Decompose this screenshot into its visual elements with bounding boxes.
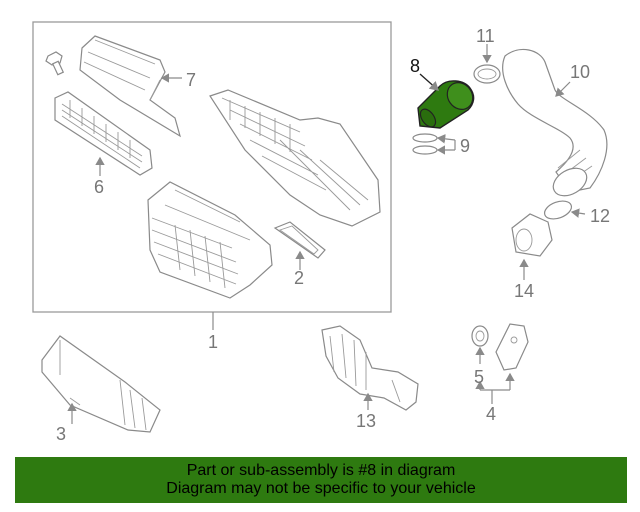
assembly-frame (32, 21, 392, 313)
part-8-hose-highlighted (417, 73, 475, 129)
upper-intake-duct (79, 35, 182, 138)
air-filter-element (54, 91, 153, 176)
hose-clamps (412, 133, 456, 155)
callout-11: 11 (476, 26, 495, 46)
resonator-duct (321, 325, 419, 411)
lower-intake-duct (41, 335, 161, 433)
callout-14: 14 (514, 281, 534, 301)
air-cleaner-lower-housing (147, 181, 273, 299)
air-cleaner-upper-cover (209, 89, 381, 227)
hose-clamp-11 (473, 44, 501, 84)
callout-8: 8 (410, 56, 420, 76)
parts-diagram: 1 2 3 4 5 6 7 8 9 10 11 12 13 14 (32, 21, 610, 444)
callout-2: 2 (294, 268, 304, 288)
callout-9: 9 (460, 136, 470, 156)
mounting-bracket (475, 323, 529, 404)
grommet (471, 325, 489, 364)
banner-line-1: Part or sub-assembly is #8 in diagram (186, 462, 456, 479)
gasket (273, 221, 326, 270)
callout-13: 13 (356, 411, 376, 431)
bolt-icon (45, 51, 65, 76)
banner-line-2: Diagram may not be specific to your vehi… (166, 480, 476, 497)
callout-4: 4 (486, 404, 496, 424)
callout-12: 12 (590, 206, 610, 226)
intake-hose (502, 48, 608, 197)
hose-clamp-12 (543, 200, 586, 220)
callout-6: 6 (94, 177, 104, 197)
part-info-banner: Part or sub-assembly is #8 in diagram Di… (15, 457, 627, 503)
callout-3: 3 (56, 424, 66, 444)
callout-10: 10 (570, 62, 590, 82)
callout-7: 7 (186, 70, 196, 90)
callout-1: 1 (208, 332, 218, 352)
mass-air-flow-sensor (511, 213, 553, 280)
callout-5: 5 (474, 367, 484, 387)
